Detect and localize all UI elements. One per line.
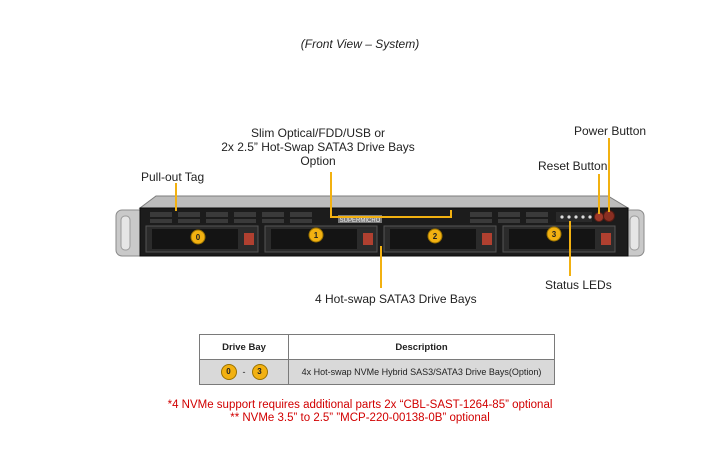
bay-badge-2: 2	[427, 228, 443, 244]
power-button-leader	[608, 138, 610, 212]
power-button-graphic	[603, 210, 615, 222]
status-led-panel	[556, 212, 592, 222]
slim-optical-line-1: Slim Optical/FDD/USB or	[250, 126, 386, 140]
svg-text:3: 3	[552, 230, 557, 239]
bay-range-to-badge: 3	[251, 364, 268, 380]
power-button-label: Power Button	[574, 124, 647, 138]
svg-text:0: 0	[196, 233, 201, 242]
drive-bay-2	[383, 225, 497, 253]
slim-optical-line-3: Option	[300, 154, 336, 168]
footnote-2: ** NVMe 3.5” to 2.5” ”MCP-220-00138-0B” …	[230, 412, 490, 424]
status-leds-label: Status LEDs	[545, 278, 612, 292]
bay-badge-1: 1	[308, 227, 324, 243]
drive-bay-range-cell: 0-3	[199, 359, 289, 385]
header-description: Description	[288, 334, 555, 360]
bay-badge-0: 0	[190, 229, 206, 245]
slim-optical-label: Slim Optical/FDD/USB or 2x 2.5” Hot-Swap…	[210, 126, 426, 168]
table-header-row: Drive Bay Description	[199, 334, 555, 360]
header-drive-bay: Drive Bay	[199, 334, 289, 360]
reset-button-label: Reset Button	[538, 159, 608, 173]
svg-text:2: 2	[433, 232, 438, 241]
slim-optical-leader-right	[450, 210, 452, 218]
table-row: 0-3 4x Hot-swap NVMe Hybrid SAS3/SATA3 D…	[199, 359, 555, 385]
svg-text:1: 1	[314, 231, 319, 240]
pullout-tag-label: Pull-out Tag	[141, 170, 205, 184]
bay-range-separator: -	[242, 367, 246, 377]
left-rack-ear	[115, 209, 147, 257]
footnote-1: *4 NVMe support requires additional part…	[167, 399, 553, 411]
slim-optical-leader-left	[330, 172, 332, 218]
hot-swap-bays-label: 4 Hot-swap SATA3 Drive Bays	[315, 292, 477, 306]
slim-optical-leader-bottom	[330, 216, 452, 218]
slim-optical-line-2: 2x 2.5” Hot-Swap SATA3 Drive Bays	[221, 140, 415, 154]
bay-badge-3: 3	[546, 226, 562, 242]
brand-plate	[338, 215, 382, 223]
brand-plate-text: SUPERMICRO	[340, 218, 381, 224]
reset-button-leader	[598, 174, 600, 214]
vent-grille	[150, 212, 548, 223]
status-leds-leader	[569, 221, 571, 276]
drive-bay-table: Drive Bay Description 0-3 4x Hot-swap NV…	[199, 334, 555, 385]
figure-caption: (Front View – System)	[300, 37, 420, 51]
chassis-top	[138, 195, 630, 209]
description-cell: 4x Hot-swap NVMe Hybrid SAS3/SATA3 Drive…	[288, 359, 555, 385]
pullout-tag-leader	[175, 183, 177, 211]
hot-swap-leader	[380, 246, 382, 288]
bay-range-from-badge: 0	[220, 364, 237, 380]
